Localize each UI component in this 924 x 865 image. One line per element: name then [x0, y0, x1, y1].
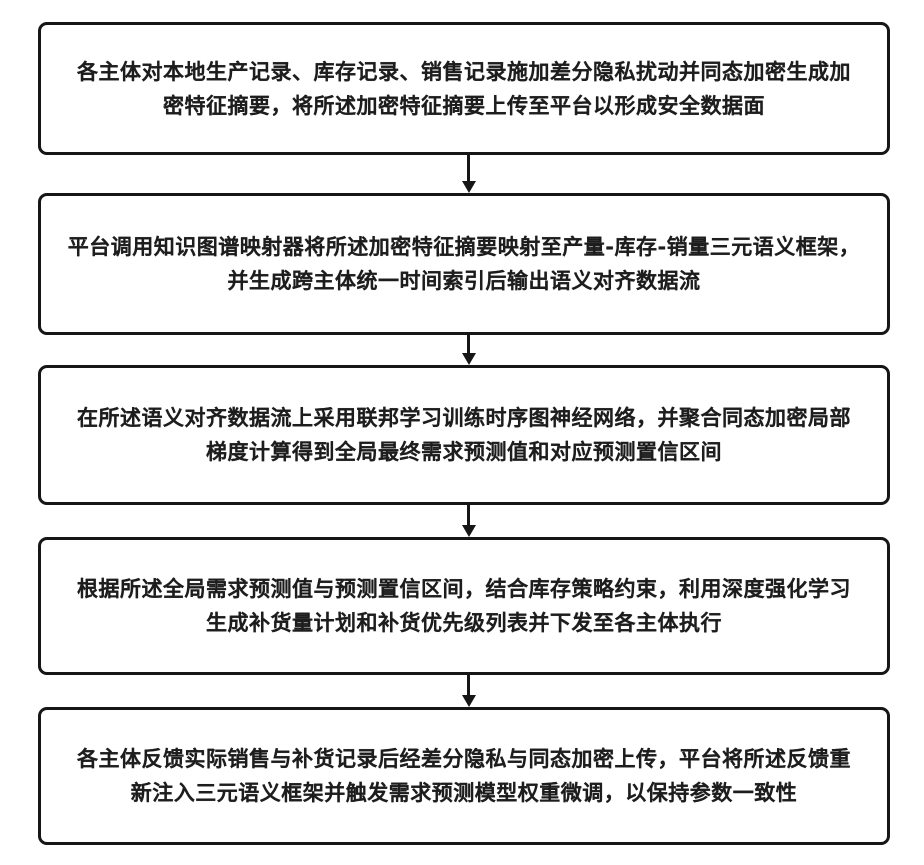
flow-step-1-text: 各主体对本地生产记录、库存记录、销售记录施加差分隐私扰动并同态加密生成加密特征摘… [77, 59, 851, 118]
down-arrow-4-line [467, 675, 470, 696]
down-arrow-2-head-icon [461, 353, 476, 365]
down-arrow-3-line [467, 505, 470, 526]
flow-step-4-text: 根据所述全局需求预测值与预测置信区间，结合库存策略约束，利用深度强化学习生成补货… [77, 577, 851, 635]
down-arrow-4 [461, 675, 476, 707]
down-arrow-1-line [467, 155, 470, 182]
flow-step-1: 各主体对本地生产记录、库存记录、销售记录施加差分隐私扰动并同态加密生成加密特征摘… [38, 22, 890, 155]
down-arrow-1 [461, 155, 476, 193]
flow-step-2: 平台调用知识图谱映射器将所述加密特征摘要映射至产量-库存-销量三元语义框架，并生… [38, 193, 890, 335]
flow-step-5-text: 各主体反馈实际销售与补货记录后经差分隐私与同态加密上传，平台将所述反馈重新注入三… [77, 747, 851, 805]
down-arrow-3 [461, 505, 476, 537]
down-arrow-3-head-icon [461, 525, 476, 537]
down-arrow-2-line [467, 335, 470, 354]
down-arrow-4-head-icon [461, 695, 476, 707]
down-arrow-2 [461, 335, 476, 365]
down-arrow-1-head-icon [461, 181, 476, 193]
flow-step-2-text: 平台调用知识图谱映射器将所述加密特征摘要映射至产量-库存-销量三元语义框架，并生… [67, 235, 861, 293]
flow-step-3: 在所述语义对齐数据流上采用联邦学习训练时序图神经网络，并聚合同态加密局部梯度计算… [38, 365, 890, 505]
flow-step-5: 各主体反馈实际销售与补货记录后经差分隐私与同态加密上传，平台将所述反馈重新注入三… [38, 707, 890, 845]
flow-step-3-text: 在所述语义对齐数据流上采用联邦学习训练时序图神经网络，并聚合同态加密局部梯度计算… [77, 406, 851, 464]
flow-step-4: 根据所述全局需求预测值与预测置信区间，结合库存策略约束，利用深度强化学习生成补货… [38, 537, 890, 675]
